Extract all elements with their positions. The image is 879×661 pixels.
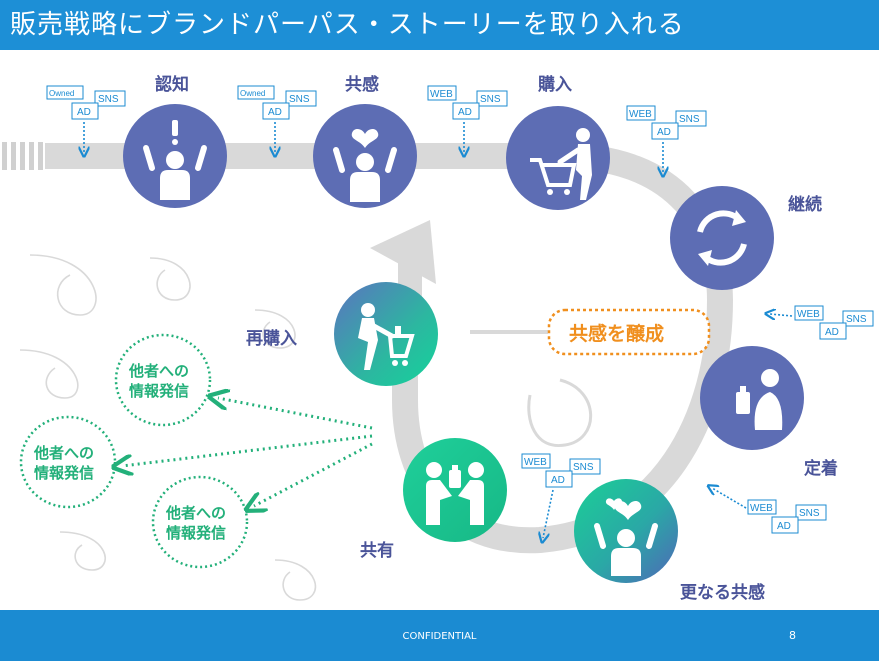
center-empathy-box: 共感を醸成 — [547, 308, 711, 356]
svg-text:WEB: WEB — [430, 89, 453, 100]
media-tags-continuation: WEB SNS AD — [626, 105, 707, 172]
svg-text:他者への: 他者への — [128, 362, 189, 380]
stage-further-empathy — [574, 479, 678, 583]
stage-label-sharing: 共有 — [360, 540, 394, 561]
share-bubble-middle: 他者への 情報発信 — [19, 415, 117, 509]
stage-continuation — [670, 186, 774, 290]
svg-text:情報発信: 情報発信 — [34, 464, 94, 482]
share-bubble-bottom: 他者への 情報発信 — [151, 475, 249, 569]
svg-text:他者への: 他者への — [33, 444, 94, 462]
person-heart-icon — [333, 128, 397, 202]
svg-text:SNS: SNS — [480, 94, 501, 105]
stage-sharing — [403, 438, 507, 542]
people-sharing-icon — [426, 462, 484, 525]
person-exclaim-icon — [143, 120, 207, 200]
person-hearts-icon — [594, 498, 658, 576]
background-swirls — [19, 254, 593, 601]
media-tags-empathy: Owned SNS AD — [237, 85, 317, 152]
svg-text:SNS: SNS — [98, 94, 119, 105]
stage-label-continuation: 継続 — [788, 194, 822, 215]
stage-label-recognition: 認知 — [155, 74, 189, 95]
share-arrows — [122, 398, 373, 506]
svg-text:AD: AD — [551, 475, 565, 486]
stage-label-empathy: 共感 — [345, 74, 379, 95]
svg-text:WEB: WEB — [629, 109, 652, 120]
svg-text:SNS: SNS — [573, 462, 594, 473]
stage-purchase — [506, 106, 610, 210]
shopping-cart-icon — [358, 303, 415, 370]
media-tags-purchase: WEB SNS AD — [427, 85, 508, 152]
svg-text:AD: AD — [458, 107, 472, 118]
svg-text:AD: AD — [268, 107, 282, 118]
svg-text:AD: AD — [657, 127, 671, 138]
stage-label-repurchase: 再購入 — [246, 328, 297, 349]
svg-text:AD: AD — [77, 107, 91, 118]
media-tags-establishment: WEB SNS AD — [770, 305, 874, 340]
track-start-dashes — [2, 142, 43, 170]
share-bubble-top: 他者への 情報発信 — [114, 333, 212, 427]
center-label: 共感を醸成 — [569, 322, 664, 345]
person-holding-product-icon — [736, 369, 783, 430]
header-bar: 販売戦略にブランドパーパス・ストーリーを取り入れる — [0, 0, 879, 50]
svg-text:SNS: SNS — [679, 114, 700, 125]
media-tags-sharing: WEB SNS AD — [521, 453, 601, 538]
svg-text:AD: AD — [825, 327, 839, 338]
media-tags-further-empathy: WEB SNS AD — [712, 488, 827, 534]
page-title: 販売戦略にブランドパーパス・ストーリーを取り入れる — [10, 10, 685, 40]
page-number: 8 — [789, 629, 796, 642]
svg-text:SNS: SNS — [799, 508, 820, 519]
svg-text:Owned: Owned — [49, 89, 74, 98]
svg-text:AD: AD — [777, 521, 791, 532]
svg-text:他者への: 他者への — [165, 504, 226, 522]
stage-empathy — [313, 104, 417, 208]
purchase-cycle-diagram: 認知 共感 購入 継続 定着 更なる共感 共有 再購入 共感を醸成 Owned … — [2, 74, 874, 603]
confidential-label: CONFIDENTIAL — [402, 631, 477, 642]
stage-establishment — [700, 346, 804, 450]
svg-text:WEB: WEB — [797, 309, 820, 320]
svg-text:WEB: WEB — [524, 457, 547, 468]
stage-recognition — [123, 104, 227, 208]
stage-label-establishment: 定着 — [804, 458, 838, 479]
stage-repurchase — [334, 282, 438, 386]
footer-bar: CONFIDENTIAL 8 — [0, 610, 879, 661]
svg-text:WEB: WEB — [750, 503, 773, 514]
svg-text:情報発信: 情報発信 — [166, 524, 226, 542]
media-tags-recognition: Owned SNS AD — [46, 85, 126, 152]
stage-label-further-empathy: 更なる共感 — [680, 582, 765, 603]
stage-label-purchase: 購入 — [538, 74, 572, 95]
svg-text:SNS: SNS — [289, 94, 310, 105]
svg-text:情報発信: 情報発信 — [129, 382, 189, 400]
svg-text:Owned: Owned — [240, 89, 265, 98]
shopping-cart-icon — [530, 128, 592, 200]
refresh-icon — [697, 210, 747, 266]
svg-text:SNS: SNS — [846, 314, 867, 325]
